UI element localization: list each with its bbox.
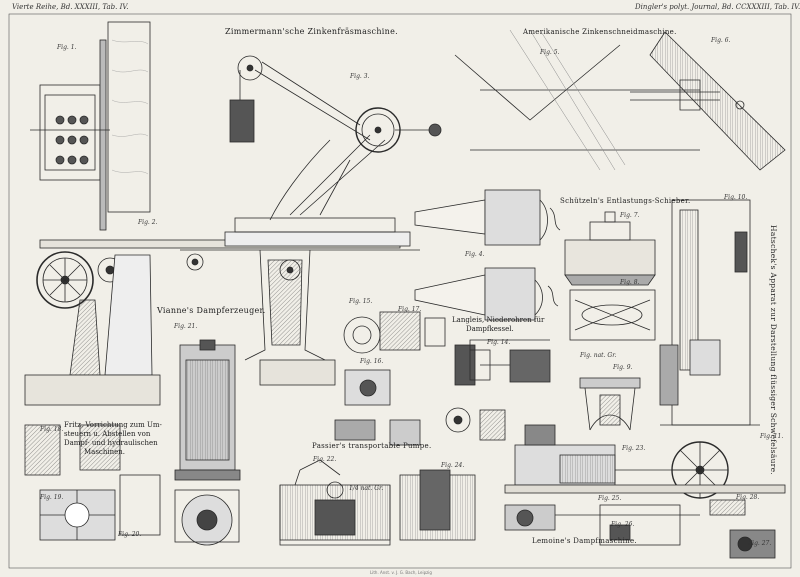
fritz-drawing (24, 424, 161, 541)
fig-label-18: Fig. 18. (40, 426, 64, 433)
title-lemoine: Lemoine's Dampfmaschine. (532, 537, 637, 545)
fig-label-20: Fig. 20. (118, 531, 142, 538)
fig-label-6: Fig. 6. (711, 37, 731, 44)
fig5-fig6-drawing (454, 29, 786, 171)
fig-label-8: Fig. 8. (620, 279, 640, 286)
lemoine-engine-drawing (504, 499, 776, 559)
title-schuetzeln: Schützeln's Entlastungs-Schieber. (560, 197, 691, 205)
fig7-fig8-drawing (564, 211, 656, 341)
imprint: Lith. Anst. v. J. G. Bach, Leipzig (370, 570, 432, 575)
fig-label-5: Fig. 5. (540, 49, 560, 56)
fig-label-24: Fig. 24. (441, 462, 465, 469)
passier-pump-drawing (279, 459, 476, 546)
fig14-17-drawing (343, 311, 551, 406)
title-fritz-line: Fritz, Vorrichtung zum Um- (64, 421, 162, 429)
title-fritz: Fritz, Vorrichtung zum Um- steuern u. Ab… (64, 421, 162, 457)
fig-label-26: Fig. 26. (611, 521, 635, 528)
fig-label-10: Fig. 10. (724, 194, 748, 201)
fig-label-1: Fig. 1. (57, 44, 77, 51)
misc-parts-drawing (334, 407, 506, 446)
fig-label-27: Fig. 27. (748, 540, 772, 547)
title-zimmermann: Zimmermann'sche Zinkenfräsmaschine. (225, 27, 398, 36)
title-passier: Passier's transportable Pumpe. (312, 442, 432, 450)
fig23-engine-drawing (504, 424, 786, 499)
title-fritz-line: Dampf- und hydraulischen (64, 439, 158, 447)
title-langleis-line: Dampfkessel. (466, 325, 514, 333)
fig-label-19: Fig. 19. (40, 494, 64, 501)
fig-label-15: Fig. 15. (349, 298, 373, 305)
fig-label-21: Fig. 21. (174, 323, 198, 330)
title-vianne: Vianne's Dampferzeuger. (157, 306, 266, 315)
fig-label-17: Fig. 17. (398, 306, 422, 313)
fig1-drawing (30, 21, 151, 231)
fig-label-2: Fig. 2. (138, 219, 158, 226)
fig-label-7: Fig. 7. (620, 212, 640, 219)
fig-label-23: Fig. 23. (622, 445, 646, 452)
title-amerikanische: Amerikanische Zinkenschneidmaschine. (523, 28, 677, 36)
vianne-boiler-drawing (174, 339, 241, 546)
title-fritz-line: Maschinen. (84, 448, 125, 456)
header-right: Dingler's polyt. Journal, Bd. CCXXXIII, … (635, 3, 800, 11)
fig-label-28: Fig. 28. (736, 494, 760, 501)
fig3-drawing (229, 55, 442, 221)
fig9-drawing (579, 377, 641, 431)
scale-note: 1/4 nat. Gr. (349, 485, 384, 492)
fig-label-22: Fig. 22. (313, 456, 337, 463)
fig-label-9: Fig. 9. (613, 364, 633, 371)
fig-label-3: Fig. 3. (350, 73, 370, 80)
title-fritz-line: steuern u. Abstellen von (64, 430, 151, 438)
fig4-drawing (414, 189, 561, 321)
title-langleis: Langleis, Niederohren für Dampfkessel. (452, 316, 544, 334)
fig-label-25: Fig. 25. (598, 495, 622, 502)
fig10-drawing (659, 199, 760, 426)
fig-label-11: Fig. 11. (760, 433, 784, 440)
plate-border (8, 13, 792, 569)
scale-note: Fig. nat. Gr. (580, 352, 617, 359)
frame-drawing (180, 217, 420, 386)
header-left: Vierte Reihe, Bd. XXXIII, Tab. IV. (12, 3, 129, 11)
fig2-drawing (24, 239, 401, 406)
fig-label-4: Fig. 4. (465, 251, 485, 258)
fig-label-14: Fig. 14. (487, 339, 511, 346)
title-langleis-line: Langleis, Niederohren für (452, 316, 545, 324)
fig-label-16: Fig. 16. (360, 358, 384, 365)
